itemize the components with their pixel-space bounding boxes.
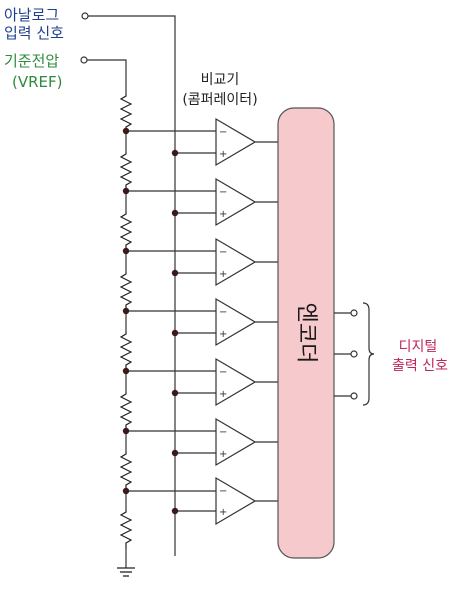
resistor [119,94,133,131]
output-brace [362,302,375,406]
digital-output-label-line1: 디지털 [399,339,438,355]
junction-dot [122,187,130,195]
junction-dot [171,269,179,277]
noninverting-input-sign: + [219,269,227,280]
vref-wire [87,59,127,94]
junction-dot [122,127,130,135]
digital-output-label-line2: 출력 신호 [392,358,448,374]
comparator: − + [122,357,279,407]
analog-input-wire [88,15,176,556]
comparator-label-line2: (콤퍼레이터) [182,92,257,108]
encoder-block [277,107,335,559]
junction-dot [122,427,130,435]
comparator: − + [122,417,279,467]
vref-terminal [80,56,88,64]
comparator-triangle [215,297,257,347]
comparator-triangle [215,417,257,467]
comparator-label-line1: 비교기 [201,72,240,88]
resistor [119,272,133,311]
inverting-input-sign: − [219,187,227,198]
junction-dot [122,487,130,495]
comparator: − + [122,237,279,287]
resistor [119,510,133,549]
noninverting-input-sign: + [219,149,227,160]
resistor [119,332,133,371]
digital-output-terminal [350,309,358,317]
resistor [119,212,133,251]
digital-output-terminal [350,350,358,358]
inverting-input-sign: − [219,307,227,318]
inverting-input-sign: − [219,367,227,378]
vref-label-line1: 기준전압 [4,52,59,70]
resistor [119,152,133,191]
junction-dot [171,507,179,515]
resistor [119,392,133,431]
noninverting-input-sign: + [219,449,227,460]
comparator: − + [122,476,279,526]
vref-label-line2: (VREF) [12,73,63,91]
inverting-input-sign: − [219,247,227,258]
junction-dot [171,149,179,157]
comparator-triangle [215,117,257,167]
inverting-input-sign: − [219,427,227,438]
encoder-label: 엔코더 [294,303,319,364]
inverting-input-sign: − [219,127,227,138]
noninverting-input-sign: + [219,507,227,518]
junction-dot [122,307,130,315]
analog-input-terminal [81,12,89,20]
comparator-triangle [215,476,257,526]
resistor-ladder [119,94,133,568]
noninverting-input-sign: + [219,389,227,400]
ground-icon [117,567,135,577]
junction-dot [171,329,179,337]
analog-input-label-line1: 아날로그 [4,6,59,24]
junction-dot [171,389,179,397]
junction-dot [171,209,179,217]
inverting-input-sign: − [219,486,227,497]
comparator: − + [122,297,279,347]
comparator-triangle [215,357,257,407]
comparator: − + [122,117,279,167]
digital-outputs [334,309,358,400]
comparator-triangle [215,237,257,287]
analog-input-label-line2: 입력 신호 [4,24,64,42]
comparator: − + [122,177,279,227]
digital-output-terminal [350,392,358,400]
junction-dot [171,449,179,457]
comparator-triangle [215,177,257,227]
resistor [119,452,133,491]
junction-dot [122,247,130,255]
noninverting-input-sign: + [219,209,227,220]
junction-dot [122,367,130,375]
noninverting-input-sign: + [219,329,227,340]
